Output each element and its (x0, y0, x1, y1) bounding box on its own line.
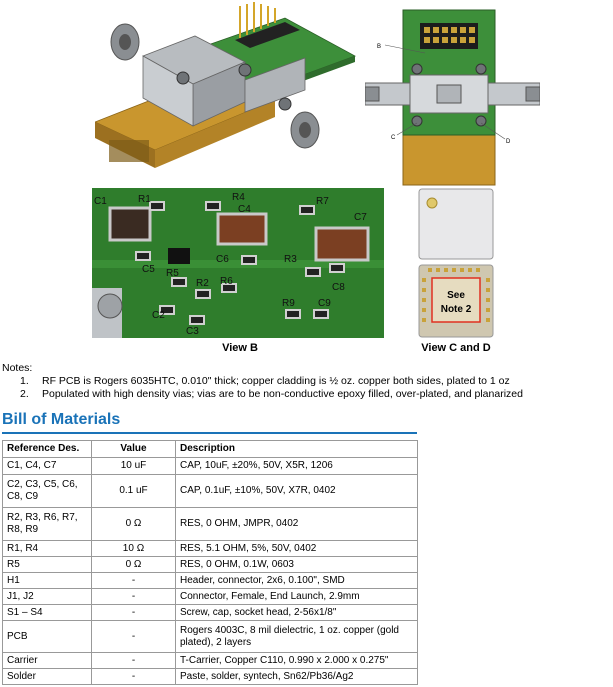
table-row: H1 - Header, connector, 2x6, 0.100", SMD (2, 572, 418, 589)
table-row: C1, C4, C7 10 uF CAP, 10uF, ±20%, 50V, X… (2, 457, 418, 475)
ref-r2: R2 (196, 278, 209, 289)
see-note-line1: See (447, 290, 465, 301)
ref-c2: C2 (152, 310, 165, 321)
ref-c7: C7 (354, 212, 367, 223)
top-view-figure: B C D (365, 9, 540, 186)
ref-r9: R9 (282, 298, 295, 309)
col-header-desc: Description (175, 440, 418, 458)
ref-r6: R6 (220, 276, 233, 287)
table-row: R5 0 Ω RES, 0 OHM, 0.1W, 0603 (2, 556, 418, 573)
ref-r3: R3 (284, 254, 297, 265)
callout-d-label: D (506, 139, 511, 145)
ref-c4: C4 (238, 204, 251, 215)
ref-r4: R4 (232, 192, 245, 203)
view-b-figure: C1 R1 R4 C4 R7 C7 C5 R5 C6 R3 R2 C2 R6 C… (92, 188, 384, 338)
table-row: S1 – S4 - Screw, cap, socket head, 2-56x… (2, 604, 418, 621)
view-c-figure (418, 188, 494, 260)
col-header-value: Value (91, 440, 176, 458)
callout-b-label: B (377, 44, 381, 50)
col-header-ref: Reference Des. (2, 440, 92, 458)
note-item: 1.RF PCB is Rogers 6035HTC, 0.010" thick… (20, 375, 510, 387)
table-row: J1, J2 - Connector, Female, End Launch, … (2, 588, 418, 605)
ref-r7: R7 (316, 196, 329, 207)
ref-r5: R5 (166, 268, 179, 279)
note-item: 2.Populated with high density vias; vias… (20, 388, 523, 400)
table-row: Carrier - T-Carrier, Copper C110, 0.990 … (2, 652, 418, 669)
ref-c8: C8 (332, 282, 345, 293)
view-cd-label: View C and D (421, 342, 491, 354)
ref-c6: C6 (216, 254, 229, 265)
see-note-line2: Note 2 (441, 304, 472, 315)
ref-c1: C1 (94, 196, 107, 207)
view-d-figure: See Note 2 (418, 264, 494, 338)
table-row: PCB - Rogers 4003C, 8 mil dielectric, 1 … (2, 620, 418, 653)
callout-c-label: C (391, 135, 396, 141)
bom-table: Reference Des. Value Description C1, C4,… (2, 440, 418, 685)
bom-title: Bill of Materials (2, 411, 121, 428)
bom-title-rule (2, 432, 417, 434)
table-row: Solder - Paste, solder, syntech, Sn62/Pb… (2, 668, 418, 685)
ref-r1: R1 (138, 194, 151, 205)
table-row: R1, R4 10 Ω RES, 5.1 OHM, 5%, 50V, 0402 (2, 540, 418, 557)
assembly-3d-figure (95, 2, 356, 168)
table-row: C2, C3, C5, C6, C8, C9 0.1 uF CAP, 0.1uF… (2, 474, 418, 508)
table-row: R2, R3, R6, R7, R8, R9 0 Ω RES, 0 OHM, J… (2, 507, 418, 541)
bom-header-row: Reference Des. Value Description (2, 440, 418, 458)
notes-heading: Notes: (2, 362, 33, 374)
ref-c5: C5 (142, 264, 155, 275)
ref-c9: C9 (318, 298, 331, 309)
notes-section: Notes: 1.RF PCB is Rogers 6035HTC, 0.010… (2, 362, 523, 401)
ref-c3: C3 (186, 326, 199, 337)
view-b-label: View B (222, 342, 258, 354)
